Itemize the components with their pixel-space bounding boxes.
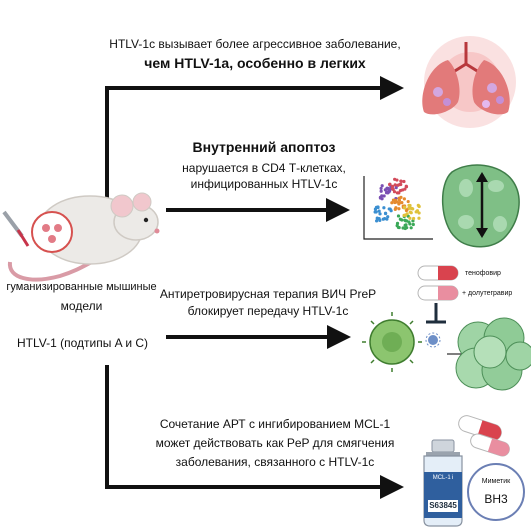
cluster-dot xyxy=(395,191,400,195)
cluster-dot xyxy=(376,205,380,209)
cluster-dot xyxy=(374,210,378,214)
virion-icon xyxy=(425,332,441,348)
drug-1-label: тенофовир xyxy=(465,270,501,277)
cluster-dot xyxy=(408,216,412,220)
cluster-dot xyxy=(408,203,412,208)
cluster-dot xyxy=(411,222,415,227)
cluster-dot xyxy=(391,187,395,191)
vial-code: S63845 xyxy=(429,501,457,510)
cluster-dot xyxy=(394,186,398,190)
cluster-dot xyxy=(393,183,397,187)
cluster-dot xyxy=(406,199,410,204)
vial-icon xyxy=(423,439,463,527)
finding-2-title: Внутренний апоптоз xyxy=(192,139,336,155)
cluster-dot xyxy=(397,207,401,211)
pill-icon xyxy=(417,265,459,301)
cluster-dot xyxy=(375,219,379,223)
finding-1-line1: HTLV-1c вызывает более агрессивное забол… xyxy=(109,37,401,51)
cluster-dot xyxy=(380,184,384,188)
cluster-dot xyxy=(402,197,406,201)
cluster-dot xyxy=(417,216,421,220)
cluster-dot xyxy=(379,186,383,191)
cluster-dot xyxy=(382,194,386,198)
cluster-dot xyxy=(382,206,386,210)
cluster-dot xyxy=(393,200,397,205)
pill-icon xyxy=(458,415,510,457)
finding-3-line1: Антиретровирусная терапия ВИЧ PreP xyxy=(159,287,377,301)
cluster-dot xyxy=(404,184,408,188)
cluster-dot xyxy=(391,198,396,202)
cluster-dot xyxy=(393,177,397,181)
drug-2-label: + долутегравир xyxy=(462,290,513,297)
cluster-dot xyxy=(387,188,391,192)
arrow-top xyxy=(105,76,404,208)
finding-2-line1: нарушается в CD4 Т-клетках, xyxy=(182,161,346,175)
cluster-dot xyxy=(399,179,403,183)
cluster-dot xyxy=(407,220,411,224)
finding-1-line2: чем HTLV-1a, особенно в легких xyxy=(144,55,366,71)
cluster-dot xyxy=(407,206,411,210)
cluster-dot xyxy=(417,211,421,215)
cluster-dot xyxy=(411,207,415,211)
source-line1: гуманизированные мышиные xyxy=(6,281,157,293)
finding-4-line1: Сочетание АРТ с ингибированием MCL-1 xyxy=(159,417,391,431)
cluster-dot xyxy=(397,225,401,230)
cluster-dot xyxy=(379,189,383,193)
cluster-dot xyxy=(383,217,387,221)
cluster-dot xyxy=(383,211,388,216)
cluster-dot xyxy=(416,203,420,208)
cluster-dot xyxy=(377,209,381,213)
cluster-dot xyxy=(403,226,407,231)
cluster-dot xyxy=(402,206,407,210)
cluster-dot xyxy=(394,206,398,210)
source-line2: модели xyxy=(60,299,103,313)
cluster-dot xyxy=(403,187,407,191)
bh3-label-1: Миметик xyxy=(481,478,511,485)
vial-label: MCL-1 i xyxy=(432,475,454,481)
cluster-dot xyxy=(400,201,404,205)
cluster-dot xyxy=(386,215,390,219)
source-line3: HTLV-1 (подтипы A и C) xyxy=(16,336,149,350)
inhibit-icon xyxy=(426,303,446,324)
finding-3-line2: блокирует передачу HTLV-1c xyxy=(187,304,349,318)
finding-4-line2: может действовать как PeP для смягчения xyxy=(155,436,395,450)
bh3-bubble xyxy=(467,463,525,521)
cluster-dot xyxy=(398,182,402,187)
cluster-dot xyxy=(409,211,413,215)
cluster-dot xyxy=(378,196,383,200)
cluster-dot xyxy=(383,188,387,192)
cluster-dot xyxy=(395,221,400,226)
cluster-dot xyxy=(409,226,413,230)
cluster-dot xyxy=(388,182,392,187)
cluster-dot xyxy=(378,212,382,216)
cluster-dot xyxy=(403,213,408,217)
cluster-dot xyxy=(404,219,409,223)
cluster-dot xyxy=(387,207,391,211)
cluster-dot xyxy=(390,201,394,205)
finding-2-line2: инфицированных HTLV-1c xyxy=(190,177,338,191)
virus-cell xyxy=(362,312,422,372)
cluster-dot xyxy=(392,190,397,194)
cluster-dot xyxy=(402,179,406,184)
cluster-dot xyxy=(384,191,389,195)
cluster-dot xyxy=(404,223,408,227)
bh3-label-2: BH3 xyxy=(484,492,508,506)
cluster-dot xyxy=(377,217,381,221)
cluster-dot xyxy=(398,217,402,221)
cluster-dot xyxy=(411,216,416,221)
arrow-mcl1 xyxy=(105,365,404,499)
cluster-dot xyxy=(399,195,403,199)
infected-cell-cluster xyxy=(455,317,531,391)
cluster-dot xyxy=(396,214,401,218)
cluster-dot xyxy=(415,209,420,213)
finding-4-line3: заболевания, связанного с HTLV-1c xyxy=(175,455,375,469)
